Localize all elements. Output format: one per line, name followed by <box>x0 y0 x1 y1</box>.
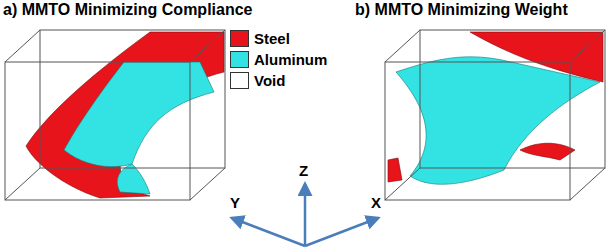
legend-text: Void <box>254 72 285 89</box>
axis-label: Y <box>230 194 240 211</box>
legend-swatch <box>230 72 249 89</box>
legend-swatch <box>230 30 249 47</box>
legend-text: Steel <box>254 30 290 47</box>
compliance-design <box>26 32 224 198</box>
legend-swatch <box>230 51 249 68</box>
axes <box>232 184 378 246</box>
legend-entry: Steel <box>230 30 290 47</box>
axis-label: Z <box>299 162 308 179</box>
compliance-box <box>5 30 225 200</box>
legend-entry: Aluminum <box>230 51 327 68</box>
legend-entry: Void <box>230 72 285 89</box>
panel-heading: a) MMTO Minimizing Compliance <box>3 1 253 19</box>
panel-heading: b) MMTO Minimizing Weight <box>355 1 568 19</box>
legend-text: Aluminum <box>254 51 327 68</box>
axis-label: X <box>371 194 381 211</box>
weight-box <box>385 30 605 200</box>
